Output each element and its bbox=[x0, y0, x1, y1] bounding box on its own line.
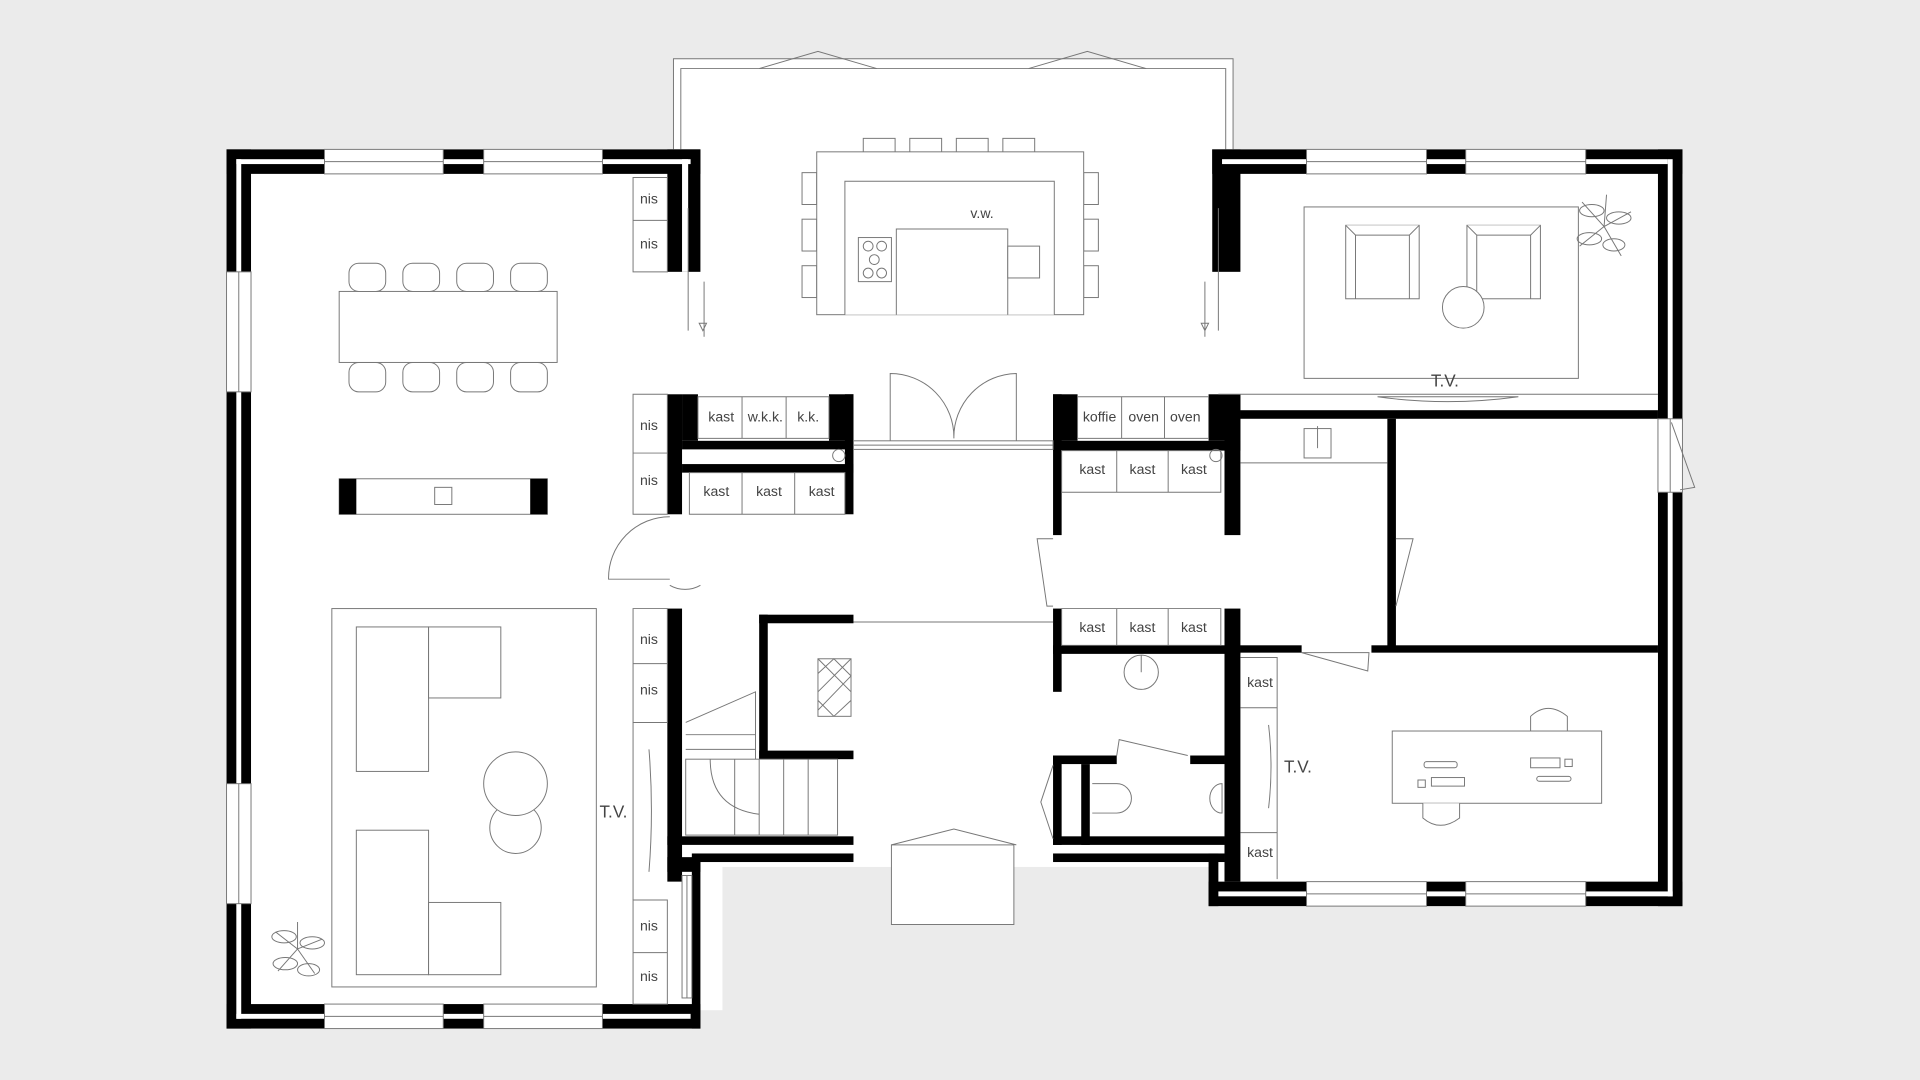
wall bbox=[1208, 853, 1219, 907]
label-cabinet: kast bbox=[703, 483, 729, 499]
walls bbox=[226, 149, 1683, 1029]
wall bbox=[1240, 410, 1658, 419]
label-niche: nis bbox=[640, 968, 658, 984]
label-oven: oven bbox=[1128, 408, 1159, 424]
label-cabinet: kast bbox=[1130, 619, 1156, 635]
wall bbox=[682, 464, 854, 473]
doors bbox=[608, 372, 1696, 846]
wall bbox=[691, 853, 854, 863]
label-niche: nis bbox=[640, 190, 658, 206]
wall bbox=[667, 608, 683, 882]
wall bbox=[759, 750, 854, 760]
wall bbox=[1224, 608, 1241, 882]
wall bbox=[1053, 755, 1117, 765]
label-meter-cabinet: k.k. bbox=[797, 408, 819, 424]
wall-cavity bbox=[236, 159, 691, 165]
wall-cavity bbox=[236, 1013, 691, 1019]
wall bbox=[1190, 755, 1225, 765]
wall bbox=[667, 836, 854, 845]
label-tv: T.V. bbox=[600, 802, 628, 822]
label-cabinet: kast bbox=[809, 483, 835, 499]
label-niche: nis bbox=[640, 417, 658, 433]
wall bbox=[1240, 645, 1302, 653]
label-tv: T.V. bbox=[1431, 371, 1459, 391]
staircase bbox=[685, 658, 852, 836]
label-niche: nis bbox=[640, 631, 658, 647]
kitchen-island bbox=[801, 137, 1099, 316]
wall-cavity bbox=[1667, 159, 1673, 897]
living-room-left bbox=[331, 608, 652, 988]
label-cabinet: kast bbox=[1079, 461, 1105, 477]
wall-cavity bbox=[682, 159, 689, 272]
label-cabinet: kast bbox=[1247, 844, 1273, 860]
label-niche: nis bbox=[640, 472, 658, 488]
dining-table bbox=[338, 262, 558, 393]
wall bbox=[1053, 853, 1225, 863]
wall bbox=[682, 440, 854, 450]
wall bbox=[1224, 394, 1241, 536]
label-heat-recovery: w.k.k. bbox=[747, 408, 783, 424]
wall bbox=[759, 614, 854, 624]
label-coffee: koffie bbox=[1083, 408, 1117, 424]
wall-cavity bbox=[1222, 159, 1668, 165]
plant-icon bbox=[271, 922, 325, 977]
label-cabinet: kast bbox=[756, 483, 782, 499]
wall bbox=[1053, 645, 1241, 654]
wall bbox=[1053, 836, 1225, 845]
label-oven: oven bbox=[1170, 408, 1201, 424]
living-room-right bbox=[1218, 206, 1658, 403]
wall bbox=[691, 857, 701, 1029]
label-cabinet: kast bbox=[1130, 461, 1156, 477]
labels: v.w. nis nis nis nis nis nis nis nis kas… bbox=[600, 190, 1459, 984]
wall-cavity bbox=[1218, 891, 1673, 897]
wall bbox=[1081, 764, 1090, 845]
sanitary bbox=[1092, 426, 1332, 814]
windows bbox=[226, 148, 1683, 1030]
label-cabinet: kast bbox=[708, 408, 734, 424]
label-kitchen: v.w. bbox=[970, 205, 993, 221]
label-tv: T.V. bbox=[1284, 756, 1312, 776]
kitchen-bay bbox=[672, 50, 1234, 337]
label-niche: nis bbox=[640, 681, 658, 697]
wall bbox=[1053, 394, 1062, 536]
wall-cavity bbox=[236, 159, 242, 1019]
label-cabinet: kast bbox=[1181, 619, 1207, 635]
label-cabinet: kast bbox=[1247, 674, 1273, 690]
label-cabinet: kast bbox=[1181, 461, 1207, 477]
wall bbox=[1053, 440, 1241, 451]
label-niche: nis bbox=[640, 236, 658, 252]
wall bbox=[1053, 755, 1062, 845]
label-cabinet: kast bbox=[1079, 619, 1105, 635]
cabinets bbox=[632, 177, 1388, 1005]
wall bbox=[759, 614, 768, 760]
wall bbox=[667, 394, 683, 515]
wall bbox=[682, 394, 698, 441]
plant-icon bbox=[1576, 194, 1632, 257]
fireplace bbox=[338, 478, 548, 515]
wall bbox=[1371, 645, 1658, 653]
wall bbox=[1387, 418, 1396, 649]
wall bbox=[844, 394, 854, 515]
office-desk bbox=[1268, 707, 1603, 826]
label-niche: nis bbox=[640, 918, 658, 934]
